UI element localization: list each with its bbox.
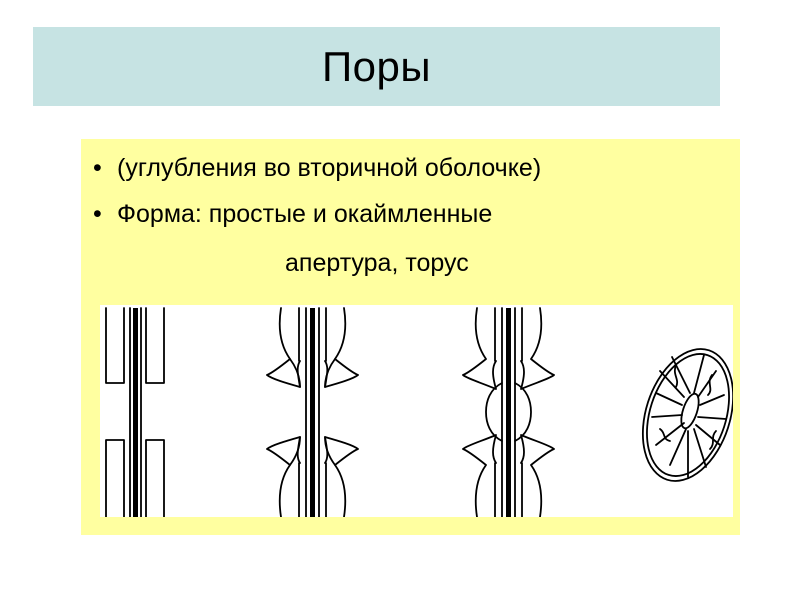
simple-pore-drawing <box>105 307 165 517</box>
pore-face-view-drawing <box>641 348 733 482</box>
bordered-pore-drawing <box>266 307 359 517</box>
torus-pore-drawing <box>462 307 555 517</box>
bullet-text: (углубления во вторичной оболочке) <box>117 154 542 182</box>
content-box: • (углубления во вторичной оболочке) • Фор… <box>81 139 740 535</box>
title-bar: Поры <box>33 27 720 106</box>
bullet-item: • Форма: простые и окаймленные <box>93 191 541 237</box>
pores-drawing <box>105 307 733 517</box>
bullet-item: • (углубления во вторичной оболочке) <box>93 145 541 191</box>
pore-illustration <box>100 305 733 517</box>
bullet-list: • (углубления во вторичной оболочке) • Фор… <box>93 145 541 237</box>
bullet-dot: • <box>93 200 102 228</box>
bullet-dot: • <box>93 154 102 182</box>
slide-title: Поры <box>321 42 432 90</box>
subline-text: апертура, торус <box>285 249 469 277</box>
bullet-text: Форма: простые и окаймленные <box>117 200 493 228</box>
